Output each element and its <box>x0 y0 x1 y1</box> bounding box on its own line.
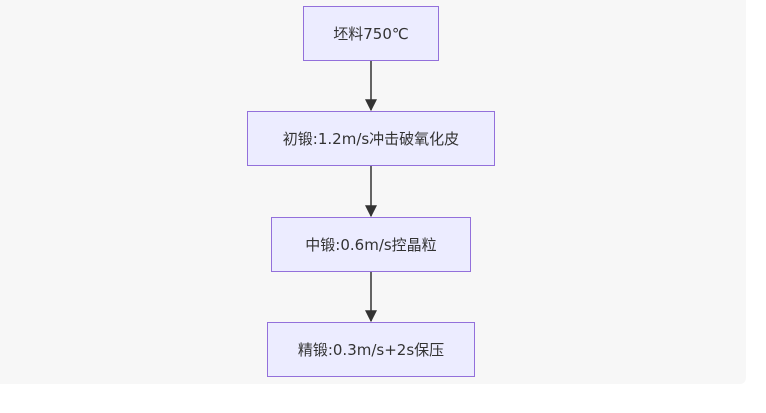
node-billet-750c: 坯料750℃ <box>303 6 439 61</box>
node-initial-forging: 初锻:1.2m/s冲击破氧化皮 <box>247 111 495 166</box>
node-finish-forging: 精锻:0.3m/s+2s保压 <box>267 322 475 377</box>
node-intermediate-forging: 中锻:0.6m/s控晶粒 <box>271 217 471 272</box>
